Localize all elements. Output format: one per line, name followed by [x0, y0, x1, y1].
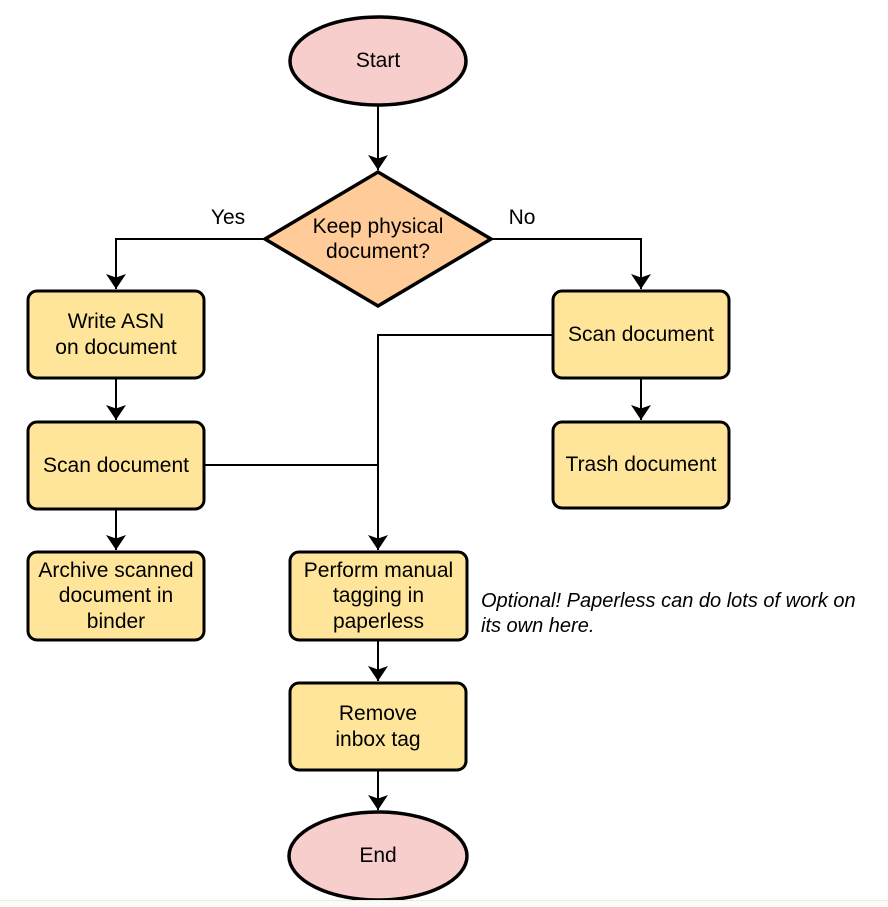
- start-label: Start: [355, 49, 401, 73]
- trash-document-label: Trash document: [565, 453, 717, 477]
- remove-inbox-tag-label: Remove inbox tag: [335, 702, 421, 751]
- remove-inbox-tag-box: [288, 681, 468, 772]
- edge-label-no: No: [508, 206, 536, 230]
- manual-tagging-label: Perform manual tagging in paperless: [303, 559, 454, 633]
- manual-tagging-box: [288, 550, 469, 642]
- archive-label: Archive scanned document in binder: [38, 559, 194, 633]
- decision-label: Keep physical document?: [312, 214, 444, 263]
- decision-diamond: [261, 169, 495, 309]
- connector-no-branch: [491, 238, 651, 289]
- node-group: [26, 15, 731, 902]
- optional-note: Optional! Paperless can do lots of work …: [481, 590, 856, 638]
- scan-document-left-box: [26, 420, 206, 511]
- archive-box: [26, 550, 206, 642]
- trash-document-box: [551, 420, 731, 510]
- connector-scanright-to-tagging: [368, 334, 553, 550]
- connector-yes-branch: [106, 238, 265, 289]
- connector-group: [106, 104, 651, 810]
- scan-document-left-label: Scan document: [43, 453, 189, 477]
- start-ellipse: [288, 15, 468, 107]
- scan-document-right-label: Scan document: [568, 322, 714, 346]
- end-label: End: [359, 844, 397, 868]
- scan-document-right-box: [551, 289, 731, 380]
- edge-label-yes: Yes: [210, 206, 246, 230]
- bottom-strip: [0, 900, 888, 907]
- write-asn-box: [26, 289, 206, 380]
- write-asn-label: Write ASN on document: [55, 310, 177, 359]
